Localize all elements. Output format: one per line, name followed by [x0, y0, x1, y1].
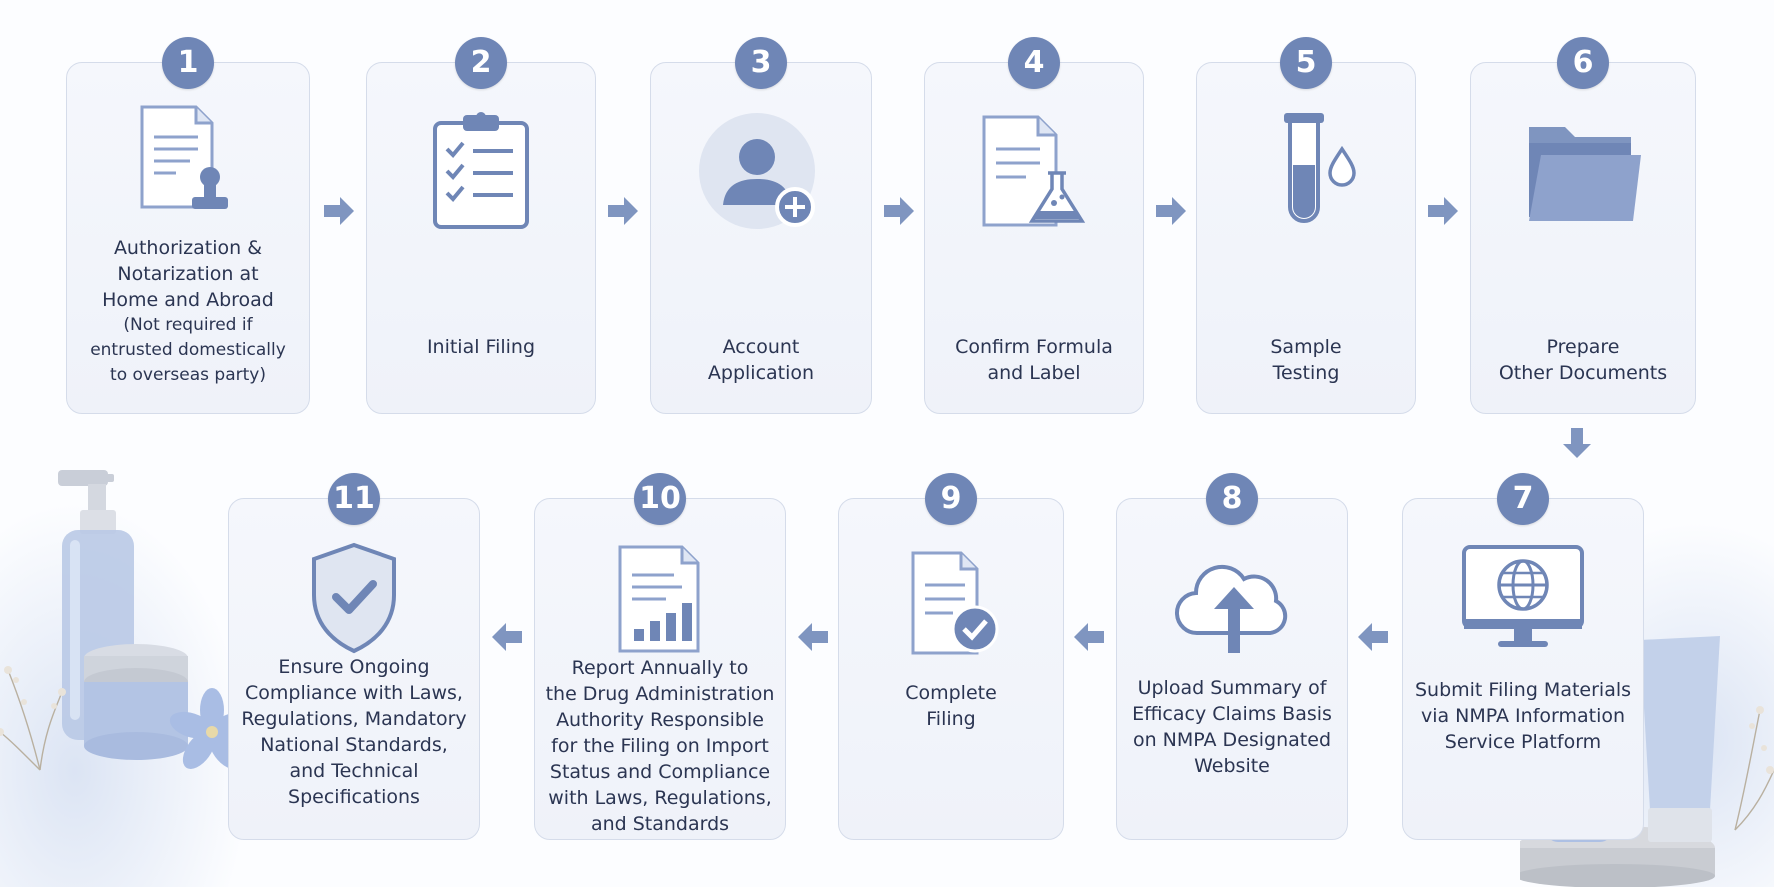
gypsophila-blossoms-right-icon [1749, 706, 1774, 774]
flow-arrow-down [1563, 428, 1591, 458]
step-number-badge: 2 [455, 37, 507, 89]
step-number-badge: 6 [1557, 37, 1609, 89]
step-card-4: 4 Confirm Formula and Label [924, 37, 1144, 414]
step-label: Confirm Formula and Label [955, 336, 1113, 384]
stamped-document-icon [140, 105, 228, 209]
flow-arrow-left [492, 623, 522, 651]
folder-icon [1529, 127, 1641, 221]
flow-arrow-left [1358, 623, 1388, 651]
test-tube-drop-icon [1284, 113, 1356, 223]
monitor-globe-icon [1462, 545, 1584, 647]
cream-jar-icon [84, 644, 188, 760]
step-card-10: 10 Report Annually to the Drug Administr… [534, 473, 786, 840]
step-card-1: 1 Authorization & Notarization at Home a… [66, 37, 310, 414]
cloud-upload-icon [1174, 564, 1288, 653]
step-label: Account Application [707, 336, 815, 384]
tube-icon [1640, 636, 1720, 842]
gypsophila-sprig-right-icon [1734, 709, 1774, 831]
step-number-badge: 8 [1206, 473, 1258, 525]
flow-arrow-right [884, 197, 914, 225]
cosmetics-bottles-illustration-left [0, 470, 255, 771]
checklist-clipboard-icon [433, 112, 529, 229]
step-card-5: 5 Sample Testing [1196, 37, 1416, 414]
step-number-badge: 10 [634, 473, 686, 525]
step-label: Authorization & Notarization at Home and… [90, 237, 286, 385]
shield-check-icon [312, 542, 396, 654]
step-number-badge: 4 [1008, 37, 1060, 89]
step-label: Complete Filing [905, 682, 997, 730]
step-label: Sample Testing [1270, 336, 1342, 384]
step-number-badge: 11 [328, 473, 380, 525]
flow-arrow-left [798, 623, 828, 651]
flow-arrow-right [608, 197, 638, 225]
step-label: Ensure Ongoing Compliance with Laws, Reg… [241, 656, 467, 808]
step-label: Report Annually to the Drug Administrati… [545, 657, 775, 835]
step-number-badge: 5 [1280, 37, 1332, 89]
report-chart-icon [618, 545, 700, 653]
flow-arrow-right [1156, 197, 1186, 225]
flow-arrow-left [1074, 623, 1104, 651]
document-check-icon [911, 551, 999, 655]
flow-arrow-right [1428, 197, 1458, 225]
step-card-7: 7 Submit Filing Materials via NMPA Infor… [1402, 473, 1644, 840]
step-number-badge: 7 [1497, 473, 1549, 525]
add-user-icon [699, 113, 815, 229]
step-label: Upload Summary of Efficacy Claims Basis … [1132, 677, 1332, 777]
step-label: Submit Filing Materials via NMPA Informa… [1414, 679, 1632, 753]
step-number-badge: 9 [925, 473, 977, 525]
step-card-11: 11 Ensure Ongoing Compliance with Laws, … [228, 473, 480, 840]
step-card-8: 8 Upload Summary of Efficacy Claims Basi… [1116, 473, 1348, 840]
step-number-badge: 3 [735, 37, 787, 89]
step-number-badge: 1 [162, 37, 214, 89]
formula-document-flask-icon [982, 115, 1086, 227]
gypsophila-blossoms-icon [0, 666, 66, 736]
step-card-3: 3 Account Application [650, 37, 872, 414]
flow-arrow-right [324, 197, 354, 225]
gypsophila-sprig-icon [0, 669, 63, 771]
step-card-9: 9 Complete Filing [838, 473, 1064, 840]
step-card-6: 6 Prepare Other Documents [1470, 37, 1696, 414]
step-label: Prepare Other Documents [1498, 336, 1668, 384]
step-card-2: 2 Initial Filing [366, 37, 596, 414]
step-label: Initial Filing [426, 336, 536, 358]
